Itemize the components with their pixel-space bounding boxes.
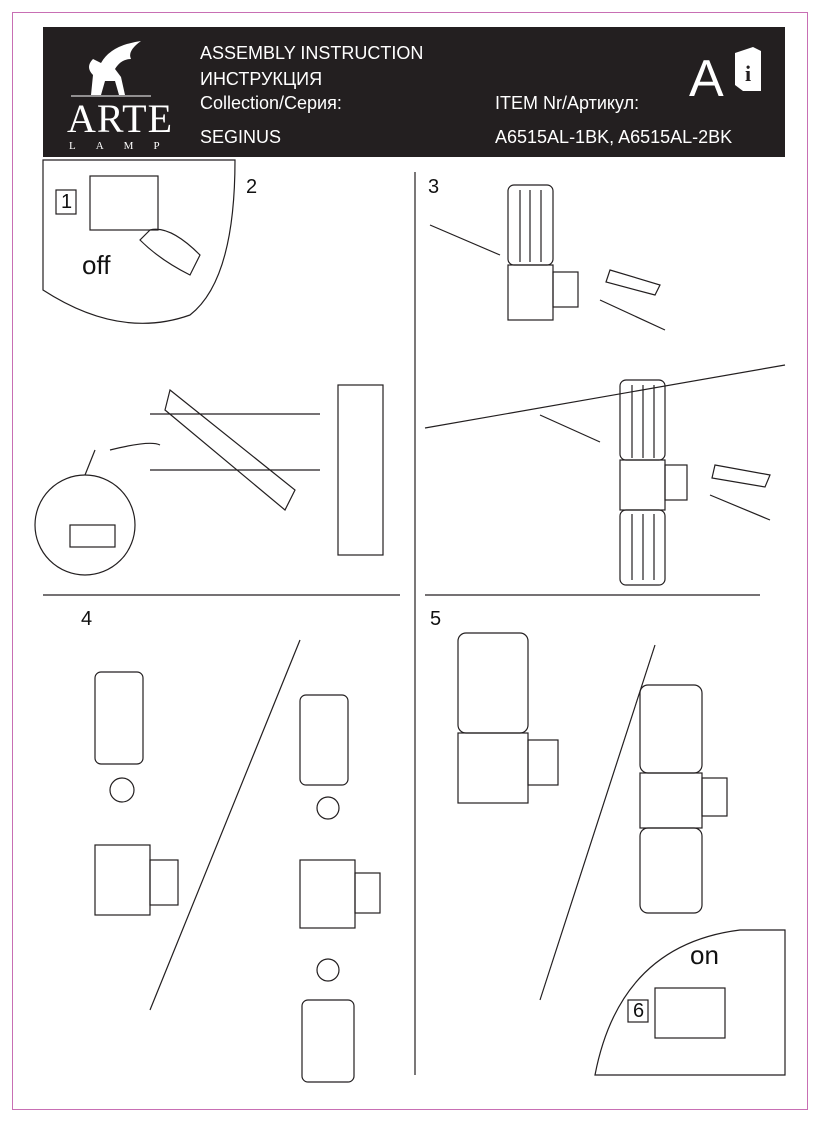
step4-shade xyxy=(94,671,144,765)
wall-section xyxy=(337,384,384,556)
griffin-logo-icon xyxy=(71,41,151,97)
step3-number: 3 xyxy=(428,176,440,198)
step5-number: 5 xyxy=(430,608,442,630)
screwdriver-1 xyxy=(429,224,501,256)
panel4-diagonal xyxy=(149,639,301,1011)
mounting-bracket xyxy=(164,388,296,511)
step4-number: 4 xyxy=(81,608,93,630)
step6-label: on xyxy=(690,940,719,970)
logo-sub: LAMP xyxy=(69,140,180,152)
step6-bubble xyxy=(594,929,786,1076)
logo-name: ARTE xyxy=(67,96,174,141)
step1-number: 1 xyxy=(61,191,73,213)
page-frame xyxy=(12,12,808,1110)
cable xyxy=(109,442,161,451)
bulb-icon xyxy=(109,777,135,803)
breaker-panel-off xyxy=(89,175,159,231)
step4-body xyxy=(94,844,151,916)
info-book-icon: i xyxy=(735,47,761,91)
bracket-3 xyxy=(605,269,661,296)
hand-icon xyxy=(139,228,201,276)
header-banner: ARTE LAMP ASSEMBLY INSTRUCTION ИНСТРУКЦИ… xyxy=(43,27,785,157)
item-value: A6515AL-1BK, A6515AL-2BK xyxy=(495,127,733,147)
step2-number: 2 xyxy=(246,176,258,198)
lamp-body-2bk xyxy=(619,459,666,511)
step1-bubble xyxy=(42,159,236,324)
lamp-body-1bk xyxy=(507,264,554,321)
lamp-shade-2bk-bottom xyxy=(619,509,666,586)
step6-number-box xyxy=(627,999,649,1023)
panel5-diagonal xyxy=(539,644,656,1001)
step1-label: off xyxy=(82,250,111,280)
step1-number-box xyxy=(55,189,77,215)
title-en: ASSEMBLY INSTRUCTION xyxy=(200,43,424,63)
collection-value: SEGINUS xyxy=(200,127,282,147)
breaker-panel-on xyxy=(654,987,726,1039)
screwdriver-2 xyxy=(599,299,666,331)
step6-number: 6 xyxy=(633,1000,645,1022)
step5-lamp-2bk xyxy=(639,684,703,774)
language-badge: A xyxy=(689,50,724,108)
title-ru: ИНСТРУКЦИЯ xyxy=(200,69,323,89)
panel3-diagonal xyxy=(424,364,786,429)
step5-lamp-1bk xyxy=(457,632,529,734)
svg-text:i: i xyxy=(745,61,751,86)
collection-label: Collection/Серия: xyxy=(200,93,342,113)
item-label: ITEM Nr/Артикул: xyxy=(495,93,640,113)
